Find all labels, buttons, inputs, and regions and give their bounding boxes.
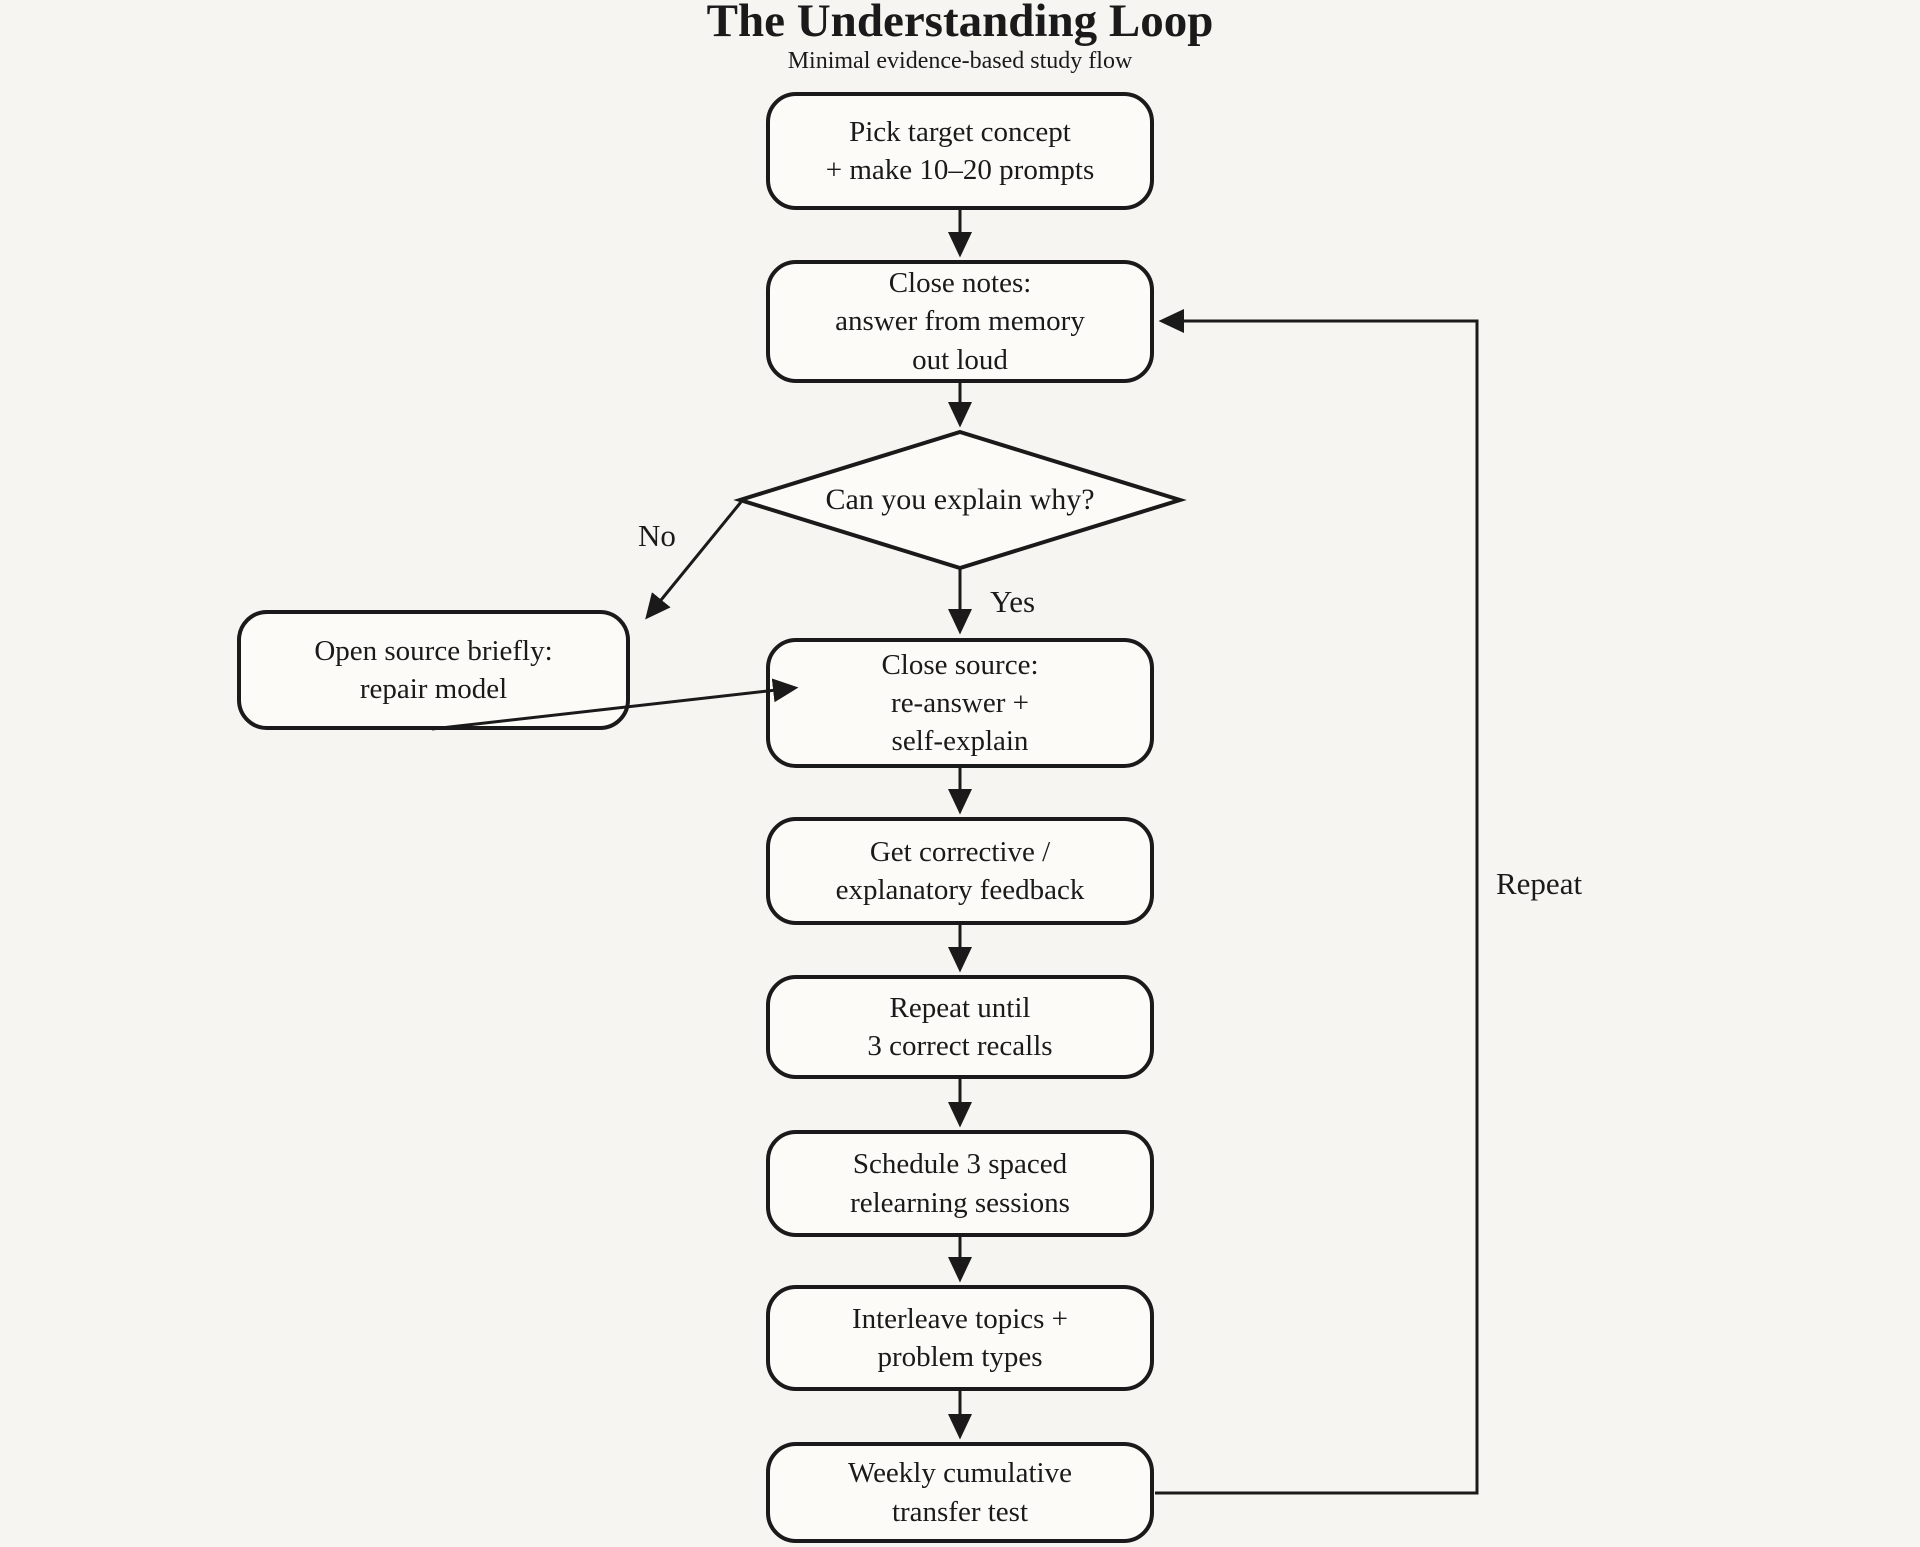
node-pick-target-concept-label: Pick target concept + make 10–20 prompts <box>825 115 1095 186</box>
node-weekly-transfer-test-label: Weekly cumulative transfer test <box>848 1457 1072 1528</box>
node-repeat-until-recalls: Repeat until 3 correct recalls <box>766 975 1154 1079</box>
page-subtitle: Minimal evidence-based study flow <box>787 48 1133 74</box>
node-interleave-topics-label: Interleave topics + problem types <box>851 1302 1069 1373</box>
node-interleave-topics: Interleave topics + problem types <box>766 1285 1154 1391</box>
node-weekly-transfer-test: Weekly cumulative transfer test <box>766 1442 1154 1543</box>
node-pick-target-concept: Pick target concept + make 10–20 prompts <box>766 92 1154 210</box>
node-schedule-sessions: Schedule 3 spaced relearning sessions <box>766 1130 1154 1237</box>
node-open-source-repair: Open source briefly: repair model <box>237 610 630 730</box>
decision-diamond-label: Can you explain why? <box>825 483 1095 516</box>
node-repeat-until-recalls-label: Repeat until 3 correct recalls <box>867 991 1053 1062</box>
node-schedule-sessions-label: Schedule 3 spaced relearning sessions <box>850 1148 1070 1219</box>
edge-label-yes: Yes <box>990 584 1036 619</box>
arrow-repeat-loop <box>1155 309 1479 1495</box>
node-close-source-label: Close source: re-answer + self-explain <box>881 648 1039 758</box>
node-corrective-feedback: Get corrective / explanatory feedback <box>766 817 1154 925</box>
edge-label-repeat: Repeat <box>1496 866 1583 901</box>
node-open-source-repair-label: Open source briefly: repair model <box>314 634 553 705</box>
node-close-notes-label: Close notes: answer from memory out loud <box>835 267 1085 376</box>
node-close-notes: Close notes: answer from memory out loud <box>766 260 1154 383</box>
node-corrective-feedback-label: Get corrective / explanatory feedback <box>835 835 1085 906</box>
node-close-source: Close source: re-answer + self-explain <box>766 638 1154 768</box>
edge-label-no: No <box>638 518 676 553</box>
page-title: The Understanding Loop <box>706 0 1214 47</box>
